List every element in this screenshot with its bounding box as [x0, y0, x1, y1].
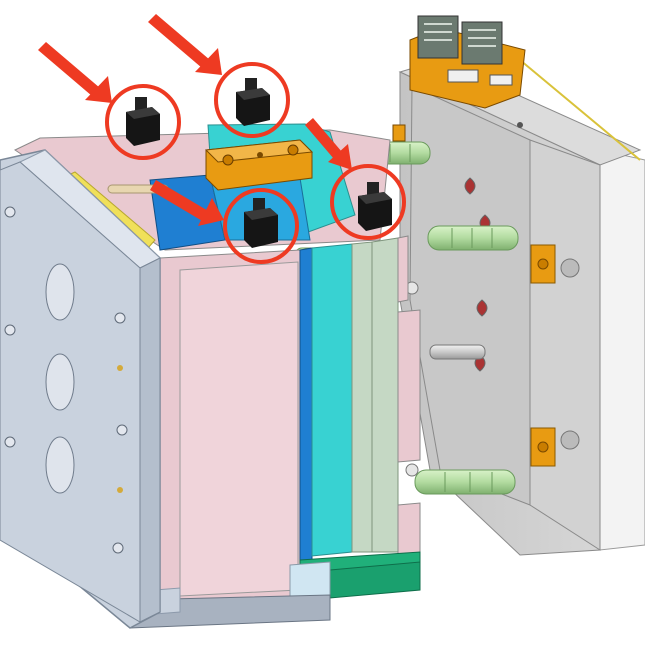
- stop-block-3: [244, 198, 278, 248]
- highlight-circle-2: [214, 62, 290, 138]
- side-lock-block-upper: [530, 244, 556, 284]
- top-orange-block: [204, 139, 314, 191]
- highlight-arrows: [38, 14, 352, 226]
- highlight-circle-4: [330, 164, 406, 240]
- guide-pin-lower-right: [414, 469, 516, 495]
- guide-pin-upper-right: [427, 225, 519, 251]
- highlight-circle-1: [105, 84, 181, 160]
- stop-blocks: [126, 78, 392, 248]
- arrow-1: [38, 42, 112, 103]
- stop-block-2: [236, 78, 270, 126]
- top-slide-assembly: [409, 15, 526, 109]
- arrow-4: [305, 118, 352, 170]
- stop-block-1: [126, 97, 160, 146]
- arrow-2: [148, 14, 222, 75]
- clamp-plate-screws: [4, 206, 128, 554]
- stop-block-4: [358, 182, 392, 231]
- side-lock-block-lower: [530, 427, 556, 467]
- fixed-half: [0, 123, 421, 629]
- highlight-circles: [105, 62, 406, 264]
- moving-half: [392, 15, 645, 556]
- arrow-3: [150, 180, 224, 226]
- highlight-circle-3: [223, 188, 299, 264]
